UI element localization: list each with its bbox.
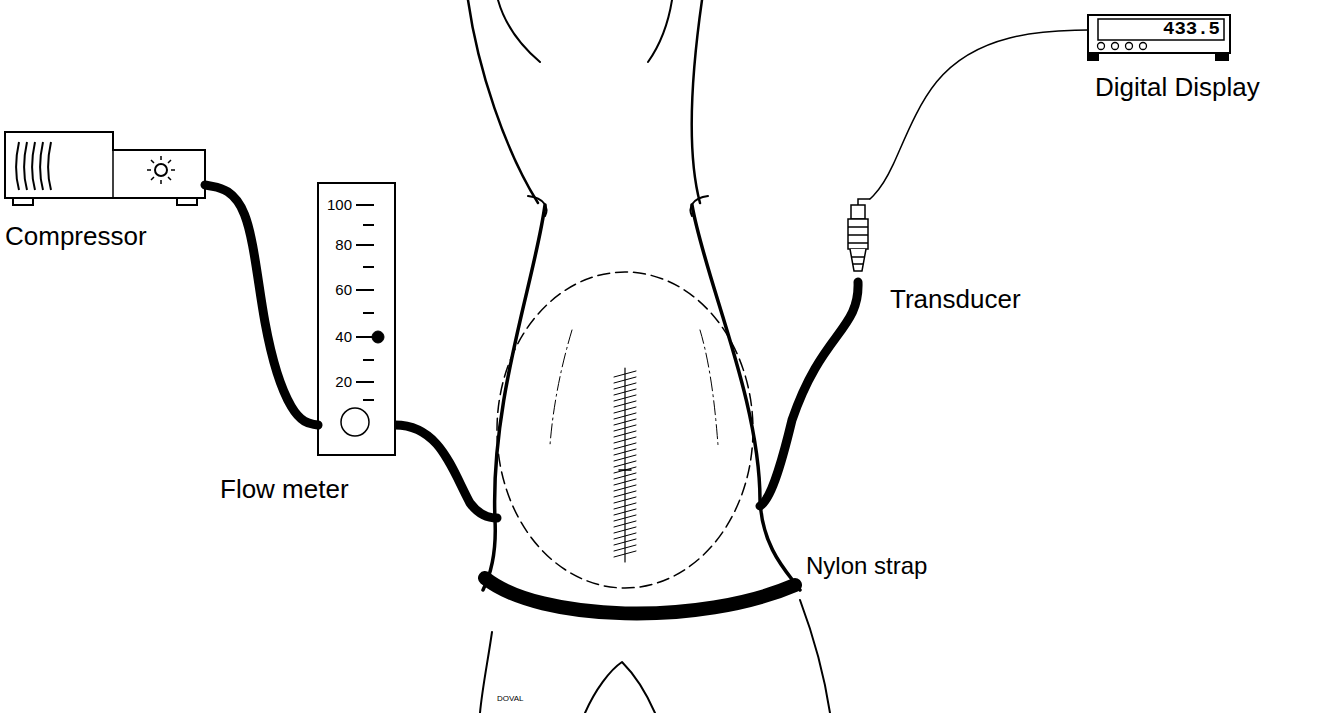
digital-display: 433.5Digital Display: [1088, 15, 1232, 60]
artist-signature: DOVAL: [497, 694, 524, 703]
scale-number: 100: [320, 196, 352, 213]
incision-hatch: [614, 377, 636, 383]
air-tube: [205, 185, 318, 425]
incision-hatch: [614, 449, 636, 455]
incision-hatch: [614, 461, 636, 467]
incision-hatch: [614, 515, 636, 521]
incision-hatch: [614, 533, 636, 539]
incision-hatch: [614, 503, 636, 509]
incision-hatch: [614, 443, 636, 449]
incision-hatch: [614, 491, 636, 497]
compressor: Compressor: [5, 130, 205, 205]
incision-hatch: [614, 509, 636, 515]
incision-hatch: [614, 413, 636, 419]
transducer: Transducer: [840, 205, 876, 277]
air-tube: [395, 425, 497, 518]
device-label: Flow meter: [220, 475, 349, 505]
part-label: Nylon strap: [806, 552, 927, 580]
transducer-symbol: [848, 199, 870, 271]
incision-hatch: [614, 425, 636, 431]
scale-number: 80: [320, 236, 352, 253]
display-unit: [1088, 15, 1230, 60]
incision-hatch: [614, 497, 636, 503]
flow-meter: 10080604020Flow meter: [318, 183, 395, 455]
incision-hatch: [614, 437, 636, 443]
incision-hatch: [614, 539, 636, 545]
device-label: Digital Display: [1095, 73, 1260, 103]
incision-hatch: [614, 431, 636, 437]
scale-number: 20: [320, 373, 352, 390]
device-label: Compressor: [5, 222, 147, 252]
patient-torso: [468, 0, 830, 713]
incision-hatch: [614, 485, 636, 491]
incision-hatch: [614, 467, 636, 473]
compressor-symbol: [5, 132, 205, 205]
signal-cable: [870, 30, 1088, 199]
flow-meter-symbol: [318, 183, 395, 455]
incision-hatch: [614, 401, 636, 407]
incision-hatch: [614, 473, 636, 479]
incision-hatch: [614, 395, 636, 401]
incision-hatch: [614, 479, 636, 485]
incision-hatch: [614, 371, 636, 377]
scale-number: 40: [320, 328, 352, 345]
incision-hatch: [614, 389, 636, 395]
nylon-strap: [485, 578, 795, 614]
incision-hatch: [614, 545, 636, 551]
incision-hatch: [614, 551, 636, 557]
incision-hatch: [614, 407, 636, 413]
incision-hatch: [614, 527, 636, 533]
pressure-tube: [760, 282, 858, 506]
incision-hatch: [614, 521, 636, 527]
incision-hatch: [614, 419, 636, 425]
scale-number: 60: [320, 281, 352, 298]
incision-hatch: [614, 383, 636, 389]
incision-hatch: [614, 455, 636, 461]
display-reading: 433.5: [1100, 19, 1220, 41]
device-label: Transducer: [890, 285, 1021, 315]
